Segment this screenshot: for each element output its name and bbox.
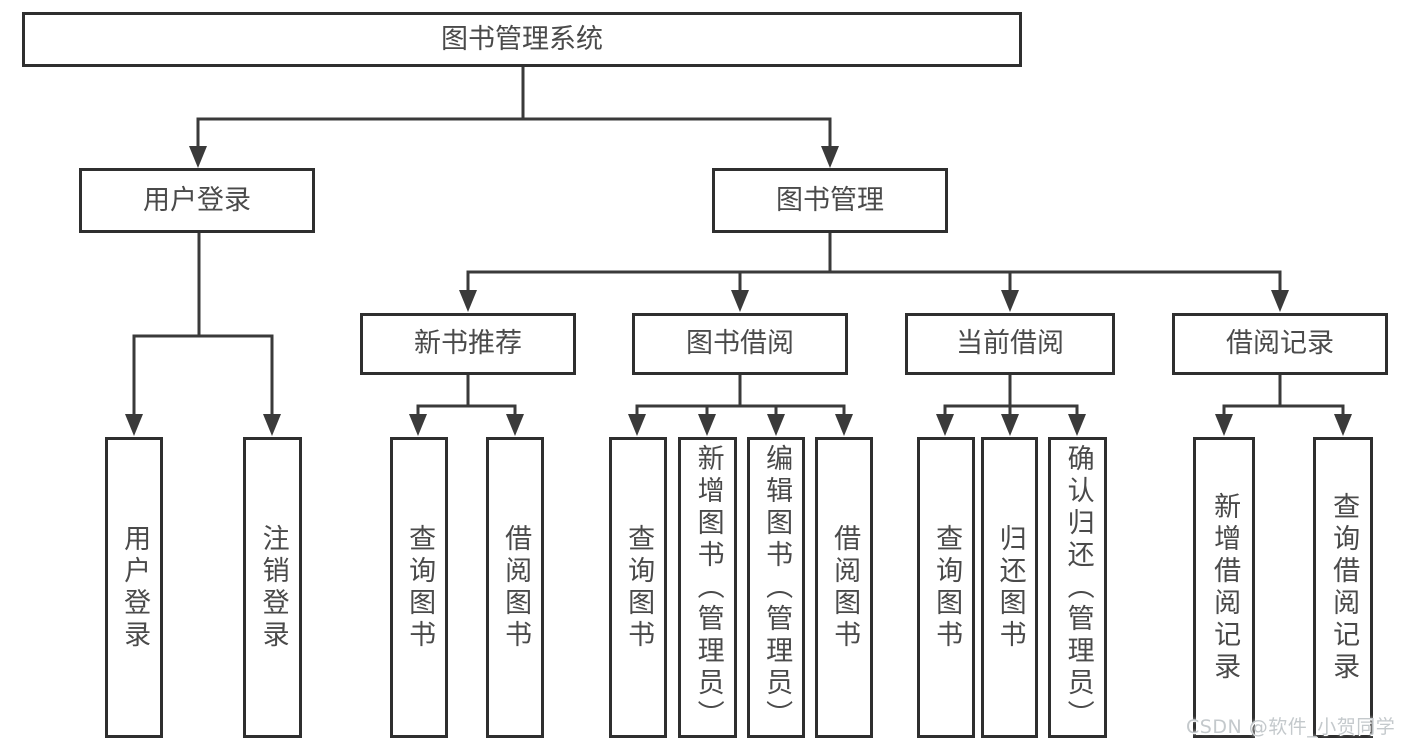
- arrow-down-icon: [821, 146, 839, 168]
- connector-root-split: [189, 67, 839, 168]
- leaf-recommend-query-books: 查询图书: [390, 437, 448, 738]
- node-label: 查询图书: [931, 523, 963, 652]
- connector-current-borrow-split: [936, 375, 1086, 436]
- leaf-borrow-add-books-admin: 新增图书（管理员）: [678, 437, 737, 738]
- leaf-borrow-borrow-books: 借阅图书: [815, 437, 873, 738]
- leaf-records-query-record: 查询借阅记录: [1313, 437, 1373, 738]
- node-label: 查询图书: [623, 523, 655, 652]
- arrow-down-icon: [409, 414, 427, 436]
- leaf-current-query-books: 查询图书: [917, 437, 975, 738]
- node-new-book-recommend: 新书推荐: [360, 313, 576, 375]
- node-label: 借阅图书: [829, 523, 861, 652]
- node-user-login: 用户登录: [79, 168, 315, 233]
- node-label: 图书借阅: [686, 328, 794, 360]
- node-label: 确认归还（管理员）: [1062, 443, 1094, 732]
- leaf-borrow-edit-books-admin: 编辑图书（管理员）: [747, 437, 805, 738]
- node-root: 图书管理系统: [22, 12, 1022, 67]
- arrow-down-icon: [459, 290, 477, 312]
- arrow-down-icon: [263, 414, 281, 436]
- connector-borrow-records-split: [1215, 375, 1352, 436]
- node-label: 查询借阅记录: [1328, 491, 1360, 684]
- node-label: 查询图书: [404, 523, 436, 652]
- arrow-down-icon: [628, 414, 646, 436]
- node-label: 图书管理系统: [441, 23, 603, 55]
- leaf-user-login: 用户登录: [105, 437, 163, 738]
- arrow-down-icon: [189, 146, 207, 168]
- node-label: 注销登录: [257, 523, 289, 652]
- arrow-down-icon: [1001, 414, 1019, 436]
- connector-user-login-split: [125, 233, 281, 436]
- node-borrow-records: 借阅记录: [1172, 313, 1388, 375]
- node-book-management: 图书管理: [712, 168, 948, 233]
- node-book-borrow: 图书借阅: [632, 313, 848, 375]
- arrow-down-icon: [1334, 414, 1352, 436]
- node-label: 编辑图书（管理员）: [761, 443, 793, 732]
- node-label: 借阅记录: [1226, 328, 1334, 360]
- node-label: 用户登录: [143, 184, 251, 216]
- arrow-down-icon: [506, 414, 524, 436]
- arrow-down-icon: [1068, 414, 1086, 436]
- leaf-current-confirm-return-admin: 确认归还（管理员）: [1048, 437, 1107, 738]
- leaf-borrow-query-books: 查询图书: [609, 437, 667, 738]
- arrow-down-icon: [731, 290, 749, 312]
- connector-book-borrow-split: [628, 375, 853, 436]
- node-label: 图书管理: [776, 184, 884, 216]
- watermark: CSDN @软件_小贺同学: [1186, 716, 1396, 738]
- arrow-down-icon: [125, 414, 143, 436]
- arrow-down-icon: [1271, 290, 1289, 312]
- connector-new-book-recommend-split: [409, 375, 524, 436]
- node-current-borrow: 当前借阅: [905, 313, 1115, 375]
- node-label: 新书推荐: [414, 328, 522, 360]
- arrow-down-icon: [767, 414, 785, 436]
- connector-book-management-split: [459, 233, 1289, 312]
- node-label: 借阅图书: [500, 523, 532, 652]
- leaf-recommend-borrow-books: 借阅图书: [486, 437, 544, 738]
- arrow-down-icon: [1215, 414, 1233, 436]
- node-label: 用户登录: [119, 523, 151, 652]
- arrow-down-icon: [835, 414, 853, 436]
- leaf-logout: 注销登录: [243, 437, 302, 738]
- leaf-records-add-record: 新增借阅记录: [1193, 437, 1255, 738]
- node-label: 新增借阅记录: [1209, 491, 1241, 684]
- arrow-down-icon: [1001, 290, 1019, 312]
- arrow-down-icon: [936, 414, 954, 436]
- node-label: 新增图书（管理员）: [692, 443, 724, 732]
- node-label: 归还图书: [994, 523, 1026, 652]
- arrow-down-icon: [698, 414, 716, 436]
- node-label: 当前借阅: [956, 328, 1064, 360]
- leaf-current-return-books: 归还图书: [981, 437, 1038, 738]
